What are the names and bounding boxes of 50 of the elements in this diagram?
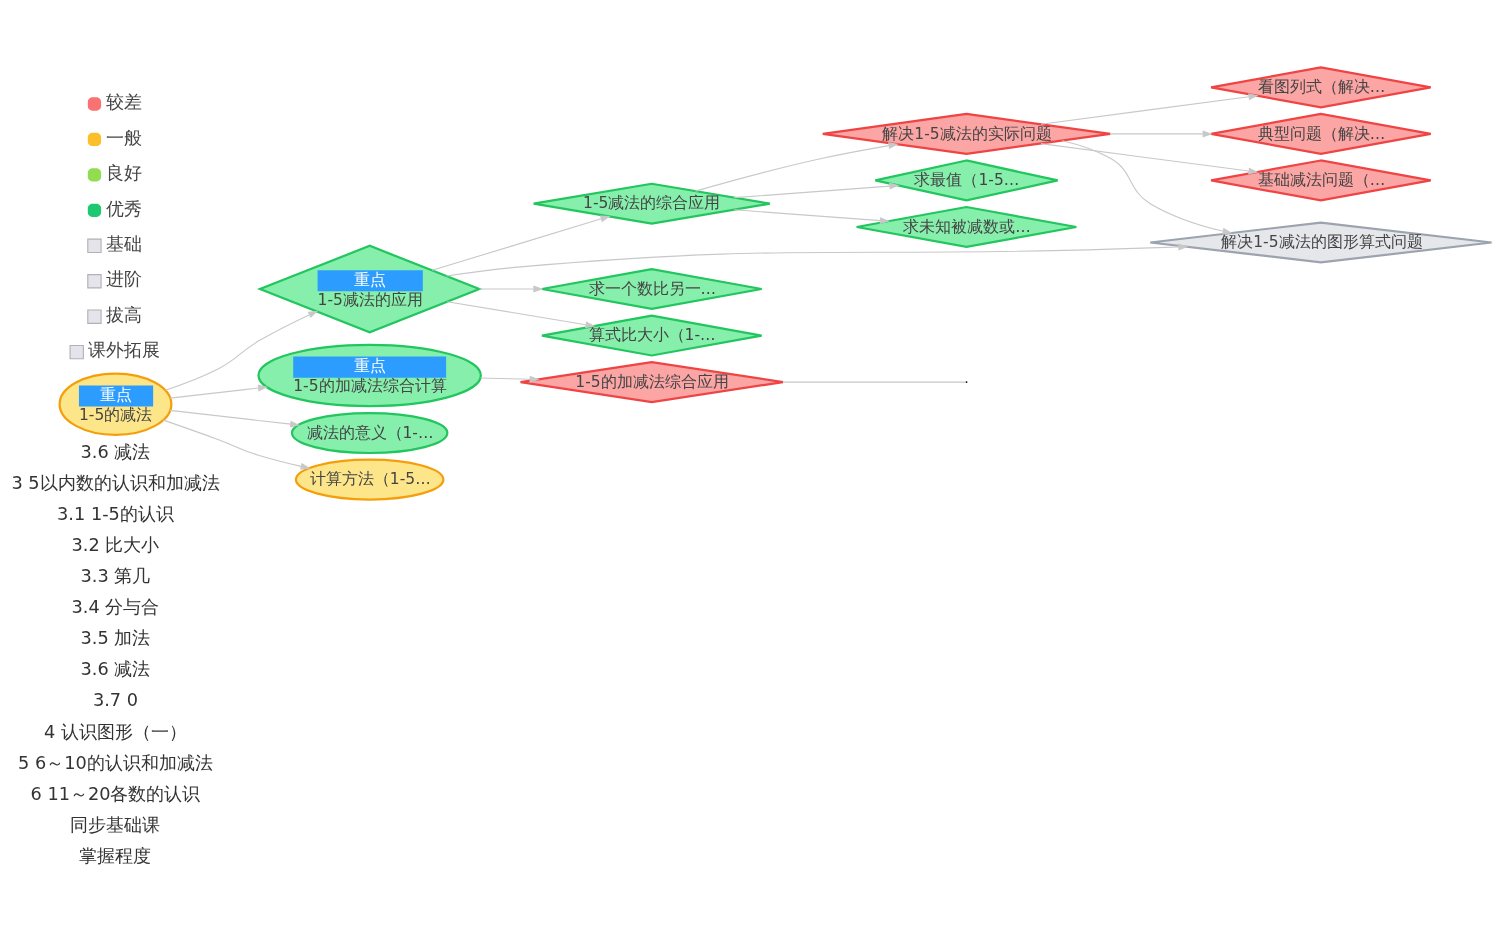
label: 3.5 加法 <box>80 627 151 648</box>
arrow <box>445 243 1189 277</box>
arrow <box>446 300 596 328</box>
node-diamond: 典型问题（解决… <box>1209 112 1432 155</box>
label: 3 5以内数的认识和加减法 <box>11 472 220 493</box>
label: 3.2 比大小 <box>71 534 160 555</box>
legend-label: 一般 <box>105 127 142 148</box>
legend-label: 课外拓展 <box>87 339 160 360</box>
arrow <box>1061 139 1233 235</box>
label: 3.7 0 <box>92 689 139 710</box>
arrow <box>733 208 890 224</box>
label: 3.4 分与合 <box>71 596 160 617</box>
arrow <box>478 285 544 292</box>
node-diamond: 求一个数比另一… <box>540 267 763 310</box>
arrow <box>1040 142 1259 174</box>
label: 3.6 减法 <box>80 658 151 679</box>
node-diamond: 求最值（1-5… <box>874 158 1059 201</box>
label: 3.3 第几 <box>80 565 151 586</box>
arrow <box>694 141 899 192</box>
node-ellipse: 计算方法（1-5… <box>294 458 445 501</box>
label: 6 11～20各数的认识 <box>30 783 201 804</box>
arrow <box>169 384 269 399</box>
legend-label: 基础 <box>105 233 142 254</box>
node-diamond: 1-5的加减法综合应用 <box>519 360 785 403</box>
label: 5 6～10的认识和加减法 <box>18 752 213 773</box>
node-diamond: 解决1-5减法的实际问题 <box>821 112 1112 155</box>
legend-label: 优秀 <box>105 198 142 219</box>
node-diamond: 求未知被减数或… <box>855 205 1078 248</box>
legend-label: 拔高 <box>105 304 142 325</box>
arrow <box>1040 92 1259 125</box>
arrow <box>1109 129 1213 137</box>
arrow <box>480 375 540 383</box>
legend-label: 较差 <box>105 91 142 112</box>
node-diamond: 看图列式（解决… <box>1209 65 1432 108</box>
arrow <box>164 310 319 391</box>
connector <box>782 381 966 383</box>
node-diamond: 解决1-5减法的图形算式问题 <box>1149 220 1493 264</box>
legend-label: 进阶 <box>105 268 142 289</box>
node-ellipse: 重点 1-5的减法 <box>58 372 173 436</box>
arrow <box>431 215 611 271</box>
node-diamond: 算式比大小（1-… <box>540 314 763 357</box>
node-diamond: 基础减法问题（… <box>1209 158 1432 201</box>
arrow <box>733 182 900 198</box>
arrow <box>169 409 301 428</box>
label: 3.1 1-5的认识 <box>57 503 174 524</box>
label: 掌握程度 <box>79 845 152 866</box>
legend-label: 良好 <box>105 162 142 183</box>
label: 4 认识图形（一） <box>44 721 187 741</box>
arrow <box>162 419 311 470</box>
label: 同步基础课 <box>70 814 161 835</box>
